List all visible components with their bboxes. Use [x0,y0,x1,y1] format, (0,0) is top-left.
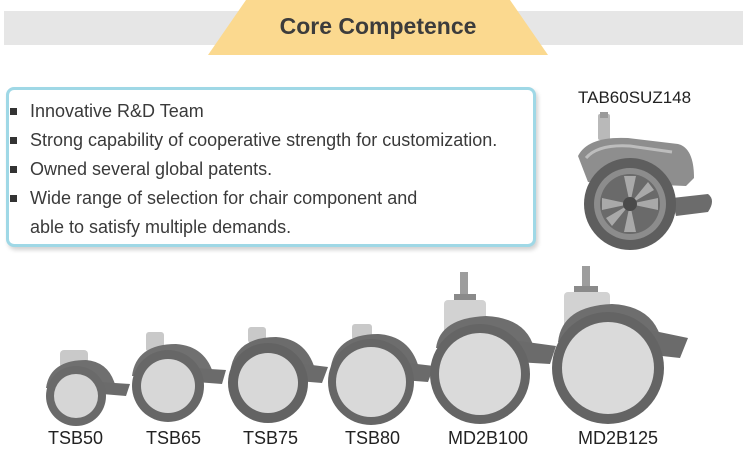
bullet-icon [10,108,17,115]
caster-label: TSB50 [48,428,104,448]
caster-label: TSB80 [345,428,401,448]
list-item-text: Owned several global patents. [30,159,273,179]
list-item: Owned several global patents. [10,155,497,184]
list-item: Innovative R&D Team [10,97,497,126]
list-item-continuation: able to satisfy multiple demands. [10,213,497,242]
list-item-text: Innovative R&D Team [30,101,204,121]
caster-label: MD2B100 [448,428,529,448]
list-item-text: Strong capability of cooperative strengt… [30,130,498,150]
competence-list: Innovative R&D Team Strong capability of… [10,97,497,242]
list-item-text: Wide range of selection for chair compon… [30,188,418,208]
bullet-icon [10,195,17,202]
page-title: Core Competence [279,12,477,39]
caster-image [328,324,434,425]
banner-ribbon [208,0,548,55]
featured-model-label: TAB60SUZ148 [578,88,692,107]
bullet-icon [10,166,17,173]
competence-box [6,87,536,247]
caster-label: TSB75 [243,428,299,448]
caster-label: TSB65 [146,428,202,448]
caster-image [552,266,688,424]
list-item: Wide range of selection for chair compon… [10,184,497,213]
list-item: Strong capability of cooperative strengt… [10,126,497,155]
caster-image [430,272,556,424]
caster-label: MD2B125 [578,428,659,448]
bullet-icon [10,137,17,144]
featured-caster-image [578,112,712,250]
caster-image [132,332,226,422]
list-item-text: able to satisfy multiple demands. [30,217,292,237]
caster-image [228,327,328,423]
caster-image [46,350,130,426]
